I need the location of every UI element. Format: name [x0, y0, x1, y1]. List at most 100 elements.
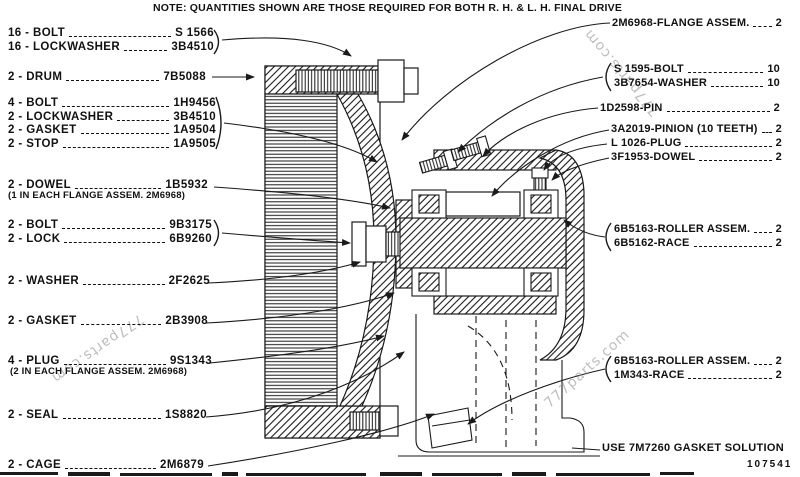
part-label-row: 2 - GASKET 1A9504 — [8, 123, 216, 136]
leader-dots — [66, 80, 160, 81]
part-number: 1A9504 — [173, 124, 216, 136]
top-bolt — [295, 59, 419, 103]
part-label-row: 3F1953-DOWEL 2 — [611, 150, 782, 163]
roller-bearings — [411, 189, 559, 297]
part-name: 2 - LOCK — [8, 233, 61, 245]
group-brackets — [213, 29, 612, 383]
leader-dots — [761, 132, 772, 133]
part-name: 4 - BOLT — [8, 97, 59, 109]
part-number: 3B4510 — [173, 111, 216, 123]
part-number: 2 — [775, 17, 782, 29]
part-number: 7B5088 — [163, 71, 206, 83]
leader-dots — [753, 26, 772, 27]
leader-dots — [83, 284, 165, 285]
leader-dots — [117, 120, 170, 121]
quantities-note: NOTE: QUANTITIES SHOWN ARE THOSE REQUIRE… — [153, 2, 623, 14]
drawing-number: 107541 — [747, 459, 793, 470]
bearing-housing — [399, 149, 585, 361]
part-label-row: 6B5163-ROLLER ASSEM. 2 — [614, 354, 782, 367]
part-number: 2 — [775, 237, 782, 249]
part-name: 4 - PLUG — [8, 355, 60, 367]
leader-dots — [63, 364, 166, 365]
part-name: 2 - BOLT — [8, 219, 59, 231]
part-label-row: 1M343-RACE 2 — [614, 368, 782, 381]
part-number: 1A9505 — [173, 138, 216, 150]
part-label-row: 1D2598-PIN 2 — [600, 101, 780, 114]
leader-dots — [64, 242, 166, 243]
part-label-row: 2 - STOP 1A9505 — [8, 137, 216, 150]
part-number: 2 — [775, 137, 782, 149]
part-name: 1M343-RACE — [614, 369, 685, 381]
part-number: 2B3908 — [165, 315, 208, 327]
part-name: 2 - DOWEL — [8, 179, 72, 191]
part-name: 2 - GASKET — [8, 315, 77, 327]
leader-dots — [754, 364, 772, 365]
part-label-row: 4 - PLUG 9S1343 — [8, 354, 212, 367]
part-number: 10 — [767, 63, 780, 75]
part-name: 3A2019-PINION (10 TEETH) — [611, 123, 758, 135]
part-label-row: 6B5162-RACE 2 — [614, 236, 782, 249]
part-name: 2 - SEAL — [8, 409, 59, 421]
drum — [264, 65, 381, 439]
part-number: 2 — [773, 102, 780, 114]
part-label-row: 2 - DOWEL 1B5932 — [8, 178, 208, 191]
leader-dots — [754, 232, 772, 233]
part-label-row: 16 - LOCKWASHER 3B4510 — [8, 40, 214, 53]
bottom-bolt — [349, 405, 399, 437]
part-label-row: 3B7654-WASHER 10 — [614, 76, 780, 89]
part-number: 2 — [775, 369, 782, 381]
part-number: 9S1343 — [169, 355, 212, 367]
leader-dots — [687, 72, 764, 73]
leader-dots — [693, 246, 772, 247]
part-name: 1D2598-PIN — [600, 102, 663, 114]
leader-dots — [124, 50, 168, 51]
part-name: 6B5163-ROLLER ASSEM. — [614, 223, 751, 235]
part-name: 2 - LOCKWASHER — [8, 111, 114, 123]
leader-dots — [711, 86, 764, 87]
part-label-row: 16 - BOLT S 1566 — [8, 26, 214, 39]
part-name: 2M6968-FLANGE ASSEM. — [612, 17, 750, 29]
part-number: 2F2625 — [168, 275, 210, 287]
leader-dots — [666, 111, 770, 112]
part-label-row: S 1595-BOLT 10 — [614, 62, 780, 75]
part-sub-note: (1 IN EACH FLANGE ASSEM. 2M6968) — [8, 190, 186, 201]
part-number: 1S8820 — [164, 409, 207, 421]
part-label-row: 2 - LOCKWASHER 3B4510 — [8, 110, 216, 123]
part-number: 10 — [767, 77, 780, 89]
part-label-row: 6B5163-ROLLER ASSEM. 2 — [614, 222, 782, 235]
part-name: 3F1953-DOWEL — [611, 151, 696, 163]
part-label-row: 2 - SEAL 1S8820 — [8, 408, 207, 421]
part-number: 1B5932 — [165, 179, 208, 191]
part-label-row: 2 - GASKET 2B3908 — [8, 314, 208, 327]
part-number: 9B3175 — [169, 219, 212, 231]
leader-dots — [69, 36, 172, 37]
part-name: 2 - GASKET — [8, 124, 77, 136]
leader-dots — [685, 146, 772, 147]
leader-dots — [688, 378, 772, 379]
part-sub-note: (2 IN EACH FLANGE ASSEM. 2M6968) — [10, 366, 188, 377]
part-name: 16 - LOCKWASHER — [8, 41, 121, 53]
leader-dots — [75, 188, 162, 189]
part-label-row: 3A2019-PINION (10 TEETH) 2 — [611, 122, 782, 135]
plug-dowel — [531, 167, 549, 193]
part-label-row: 4 - BOLT 1H9456 — [8, 96, 216, 109]
part-name: 3B7654-WASHER — [614, 77, 708, 89]
leader-dots — [65, 468, 157, 469]
part-number: 3B4510 — [171, 41, 214, 53]
pinion-case — [398, 314, 600, 457]
part-name: 2 - WASHER — [8, 275, 80, 287]
part-label-row: 2 - WASHER 2F2625 — [8, 274, 210, 287]
leader-dots — [62, 418, 161, 419]
part-number: 2M6879 — [160, 459, 204, 471]
part-number: 2 — [775, 355, 782, 367]
part-number: 2 — [775, 151, 782, 163]
leader-dots — [80, 133, 170, 134]
part-number: 2 — [775, 223, 782, 235]
part-name: 16 - BOLT — [8, 27, 66, 39]
leader-dots — [62, 147, 170, 148]
leader-dots — [62, 228, 166, 229]
leader-dots — [699, 160, 772, 161]
leader-dots — [80, 324, 162, 325]
